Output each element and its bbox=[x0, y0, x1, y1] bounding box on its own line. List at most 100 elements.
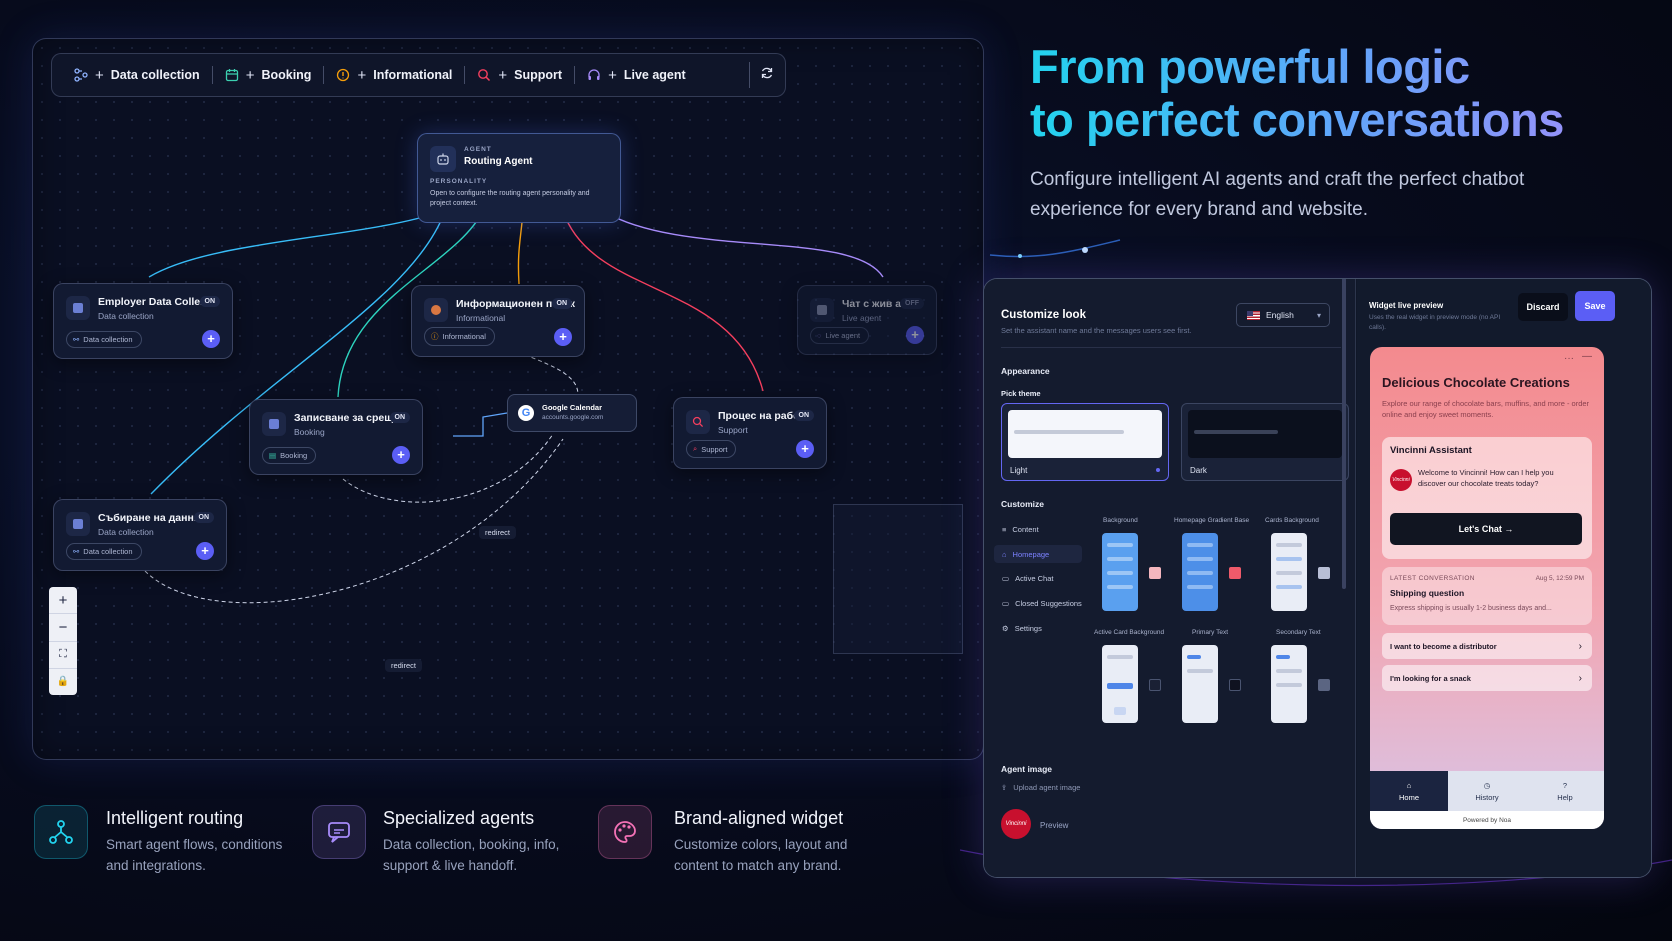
home-icon: ⌂ bbox=[1406, 780, 1412, 790]
color-label: Primary Text bbox=[1192, 629, 1228, 636]
status-badge[interactable]: ON bbox=[793, 410, 814, 421]
nav-history[interactable]: ◷History bbox=[1448, 771, 1526, 811]
widget-bottom-nav: ⌂Home ◷History ?Help bbox=[1370, 771, 1604, 811]
customize-panel: Customize look Set the assistant name an… bbox=[983, 278, 1652, 878]
theme-preview bbox=[1188, 410, 1342, 458]
more-icon[interactable]: ··· bbox=[1564, 353, 1574, 364]
chevron-down-icon: ▾ bbox=[1316, 310, 1321, 320]
suggestion-item[interactable]: I'm looking for a snack › bbox=[1382, 665, 1592, 691]
node-data-collection[interactable]: Събиране на данни Data collection ON ⚯Da… bbox=[53, 499, 227, 571]
status-badge[interactable]: ON bbox=[193, 512, 214, 523]
upload-agent-image-button[interactable]: ⇪ Upload agent image bbox=[1001, 783, 1080, 792]
integration-subtitle: accounts.google.com bbox=[542, 414, 604, 421]
background-color-swatch[interactable] bbox=[1149, 567, 1161, 579]
add-step-button[interactable]: + bbox=[196, 542, 214, 560]
flow-canvas[interactable]: + Data collection + Booking + Informatio… bbox=[32, 38, 984, 760]
cards-color-preview[interactable] bbox=[1271, 533, 1307, 611]
nav-home[interactable]: ⌂Home bbox=[1370, 771, 1448, 811]
toolbar-booking[interactable]: + Booking bbox=[213, 61, 324, 89]
lock-button[interactable]: 🔒 bbox=[56, 676, 70, 688]
sidebar-item-content[interactable]: ≡Content bbox=[994, 520, 1082, 538]
toolbar-support[interactable]: + Support bbox=[465, 61, 574, 89]
minimize-icon[interactable]: — bbox=[1582, 351, 1592, 362]
save-button[interactable]: Save bbox=[1575, 291, 1615, 321]
status-badge[interactable]: ON bbox=[199, 296, 220, 307]
node-employer-data-collection[interactable]: Employer Data Colle... Data collection O… bbox=[53, 283, 233, 359]
widget-preview-area: Widget live preview Uses the real widget… bbox=[1357, 279, 1651, 877]
secondary-text-color-preview[interactable] bbox=[1271, 645, 1307, 723]
latest-label: LATEST CONVERSATION bbox=[1390, 575, 1475, 582]
toolbar-label: Booking bbox=[261, 68, 312, 82]
status-badge[interactable]: ON bbox=[551, 298, 572, 309]
minimap[interactable] bbox=[833, 504, 963, 654]
theme-light-option[interactable]: Light bbox=[1001, 403, 1169, 481]
status-badge[interactable]: ON bbox=[389, 412, 410, 423]
theme-dark-option[interactable]: Dark bbox=[1181, 403, 1349, 481]
node-booking-meeting[interactable]: Записване за среща Booking ON ▤Booking + bbox=[249, 399, 423, 475]
lets-chat-button[interactable]: Let's Chat → bbox=[1390, 513, 1582, 545]
selected-dot bbox=[1156, 468, 1160, 472]
type-chip: ⌕Support bbox=[686, 440, 737, 458]
toolbar-data-collection[interactable]: + Data collection bbox=[62, 61, 212, 89]
color-label: Homepage Gradient Base bbox=[1174, 517, 1250, 524]
background-color-preview[interactable] bbox=[1102, 533, 1138, 611]
latest-conversation-card[interactable]: LATEST CONVERSATION Aug 5, 12:59 PM Ship… bbox=[1382, 567, 1592, 625]
theme-label: Dark bbox=[1190, 466, 1207, 475]
preview-bar bbox=[1276, 543, 1302, 547]
welcome-card: Vincinni Assistant Vincinni Welcome to V… bbox=[1382, 437, 1592, 559]
node-subtitle: Data collection bbox=[98, 311, 154, 321]
add-step-button[interactable]: + bbox=[906, 326, 924, 344]
zoom-in-button[interactable]: + bbox=[49, 587, 77, 615]
help-icon: ? bbox=[1562, 780, 1568, 790]
gradient-color-swatch[interactable] bbox=[1229, 567, 1241, 579]
headset-icon bbox=[587, 68, 601, 82]
zoom-out-button[interactable]: − bbox=[49, 614, 77, 642]
primary-text-color-preview[interactable] bbox=[1182, 645, 1218, 723]
active-card-color-swatch[interactable] bbox=[1149, 679, 1161, 691]
google-calendar-node[interactable]: G Google Calendar accounts.google.com bbox=[507, 394, 637, 432]
preview-bar bbox=[1276, 571, 1302, 575]
nav-help[interactable]: ?Help bbox=[1526, 771, 1604, 811]
sidebar-item-active-chat[interactable]: ▭Active Chat bbox=[994, 569, 1082, 587]
feature-description: Smart agent flows, conditions and integr… bbox=[106, 837, 283, 873]
chip-label: Support bbox=[701, 444, 728, 454]
node-support-process[interactable]: Процес на работа Support ON ⌕Support + bbox=[673, 397, 827, 469]
scrollbar[interactable] bbox=[1342, 279, 1346, 589]
cards-color-swatch[interactable] bbox=[1318, 567, 1330, 579]
sidebar-item-homepage[interactable]: ⌂Homepage bbox=[994, 545, 1082, 563]
zoom-controls: + − ⛶ 🔒 bbox=[49, 587, 77, 695]
secondary-text-color-swatch[interactable] bbox=[1318, 679, 1330, 691]
divider bbox=[323, 66, 325, 84]
add-step-button[interactable]: + bbox=[202, 330, 220, 348]
chip-label: Live agent bbox=[825, 331, 861, 340]
language-select[interactable]: English ▾ bbox=[1236, 303, 1330, 327]
sidebar-item-closed-suggestions[interactable]: ▭Closed Suggestions bbox=[994, 594, 1082, 612]
refresh-icon bbox=[760, 66, 774, 85]
routing-agent-node[interactable]: AGENT Routing Agent PERSONALITY Open to … bbox=[417, 133, 621, 223]
toolbar-live-agent[interactable]: + Live agent bbox=[575, 61, 698, 89]
discard-button[interactable]: Discard bbox=[1518, 293, 1568, 321]
suggestion-item[interactable]: I want to become a distributor › bbox=[1382, 633, 1592, 659]
gradient-color-preview[interactable] bbox=[1182, 533, 1218, 611]
agent-type-toolbar: + Data collection + Booking + Informatio… bbox=[51, 53, 786, 97]
sidebar-item-label: Settings bbox=[1014, 623, 1042, 633]
powered-by: Powered by Noa bbox=[1370, 811, 1604, 829]
status-badge[interactable]: OFF bbox=[900, 298, 924, 309]
sidebar-item-label: Closed Suggestions bbox=[1015, 598, 1082, 608]
add-step-button[interactable]: + bbox=[796, 440, 814, 458]
routing-icon bbox=[34, 805, 88, 859]
add-step-button[interactable]: + bbox=[392, 446, 410, 464]
fit-view-button[interactable]: ⛶ bbox=[49, 642, 77, 669]
toolbar-informational[interactable]: + Informational bbox=[324, 61, 464, 89]
sidebar-item-settings[interactable]: ⚙Settings bbox=[994, 619, 1082, 637]
active-card-color-preview[interactable] bbox=[1102, 645, 1138, 723]
primary-text-color-swatch[interactable] bbox=[1229, 679, 1241, 691]
toolbar-label: Informational bbox=[373, 68, 453, 82]
flow-icon bbox=[74, 68, 88, 82]
add-step-button[interactable]: + bbox=[554, 328, 572, 346]
refresh-button[interactable] bbox=[749, 62, 775, 88]
node-live-agent-chat[interactable]: Чат с жив агент Live agent OFF ◌Live age… bbox=[797, 285, 937, 355]
color-label: Active Card Background bbox=[1094, 629, 1165, 636]
search-icon bbox=[686, 410, 710, 434]
